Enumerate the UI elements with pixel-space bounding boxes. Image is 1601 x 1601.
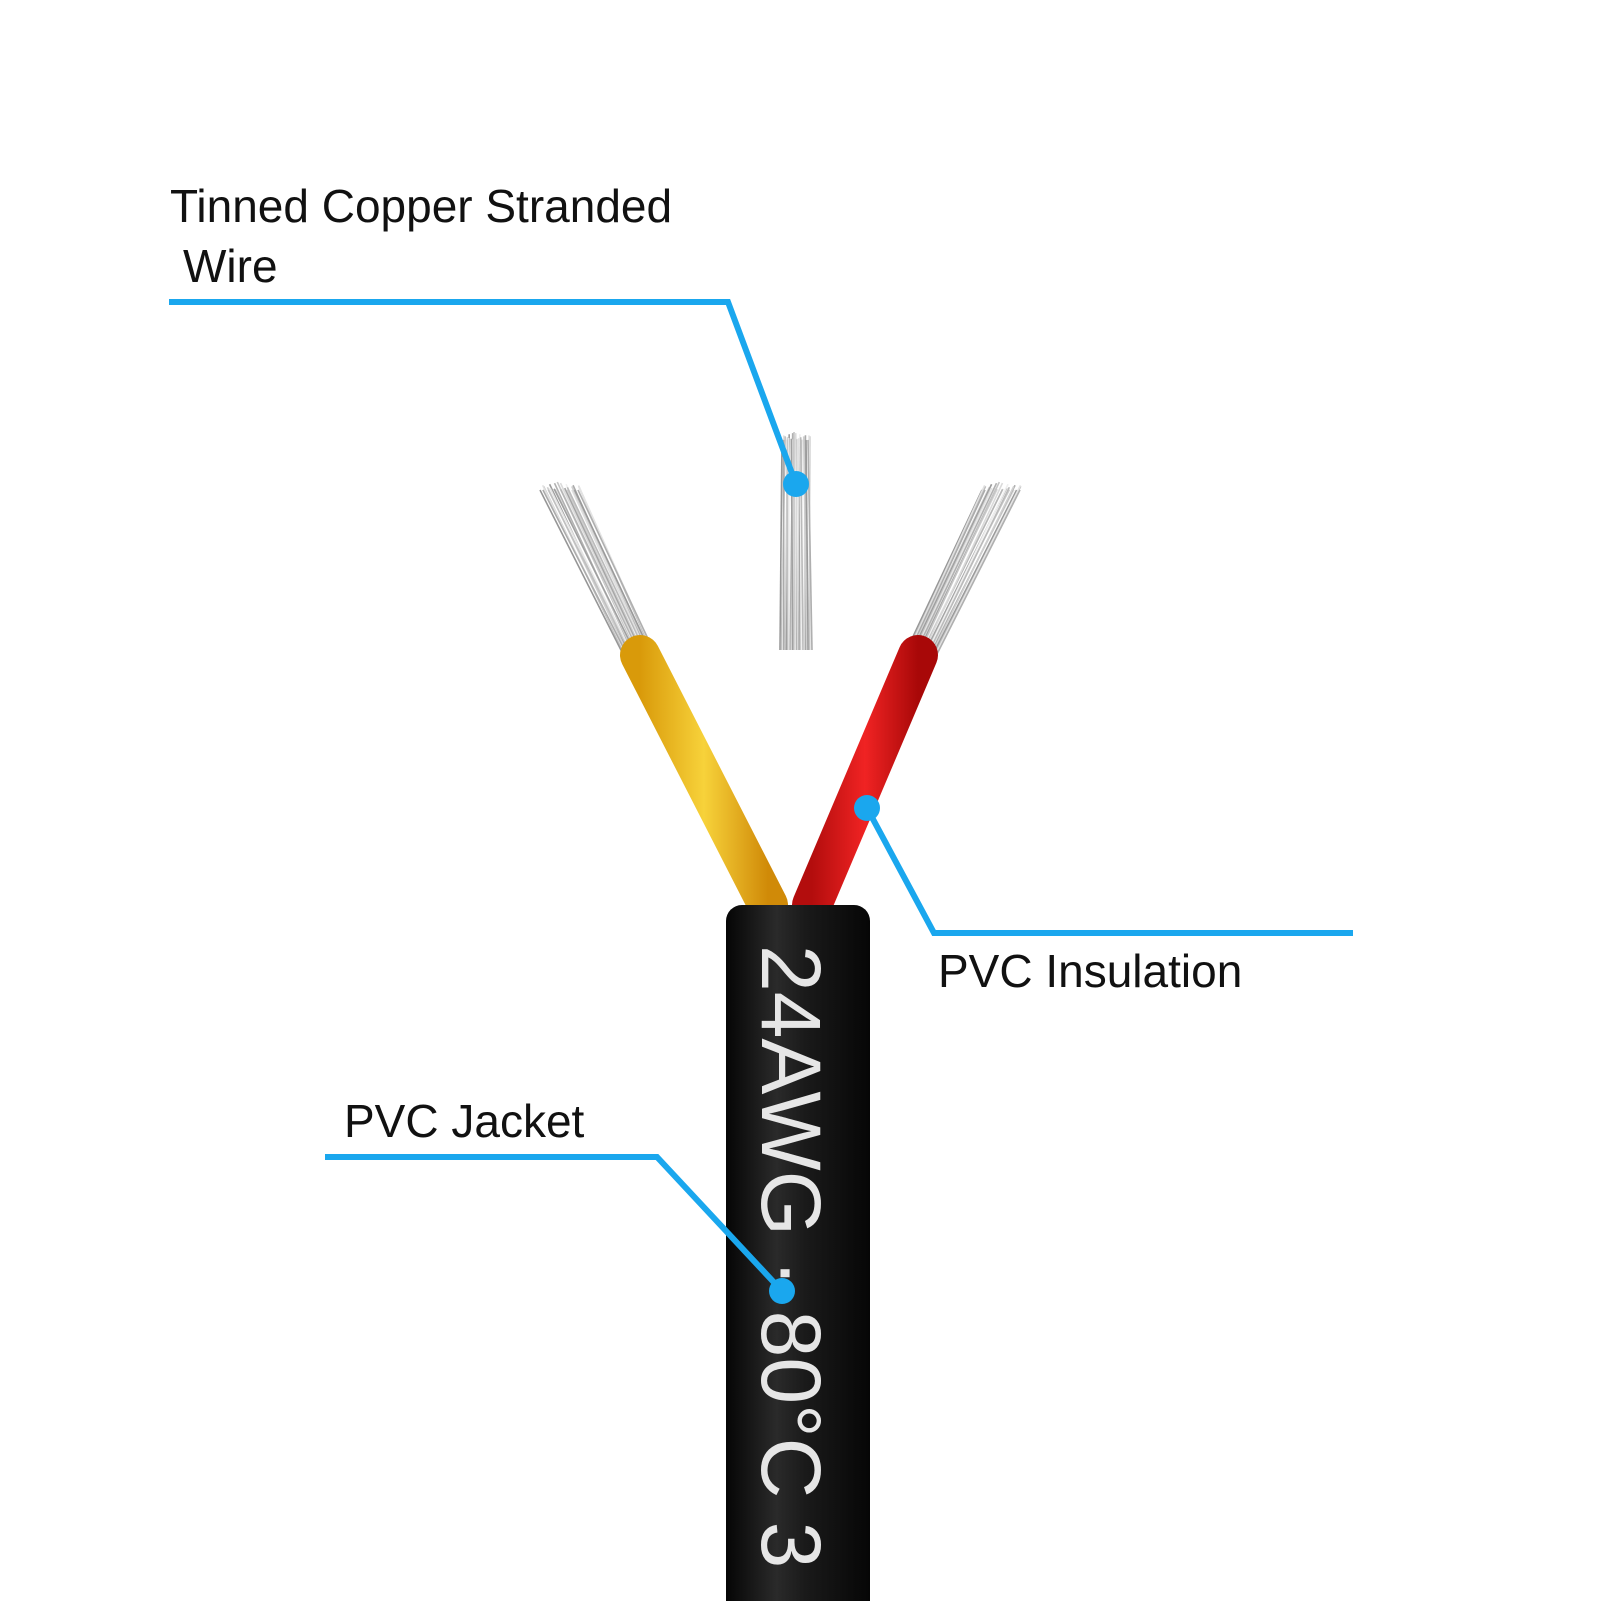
red-core-insulation: [792, 635, 938, 925]
wire-strand: [905, 489, 986, 661]
yellow-core-strands: [539, 481, 659, 661]
callout-jacket: [325, 1154, 795, 1304]
wire-strand: [573, 489, 655, 661]
wire-strand: [928, 486, 1015, 661]
wire-strand: [933, 489, 1021, 661]
callout-jacket-line: [325, 1154, 785, 1294]
wire-strand: [911, 482, 998, 661]
callout-conductor-dot: [783, 471, 809, 497]
wire-strand: [910, 487, 993, 661]
wire-strand: [924, 486, 1011, 661]
wire-strand: [566, 486, 650, 661]
wire-strand: [547, 489, 635, 661]
wire-strand: [932, 485, 1022, 661]
wire-strand: [903, 484, 986, 661]
wire-strand: [779, 439, 783, 651]
wire-strand: [799, 434, 803, 651]
wire-strand: [794, 433, 799, 651]
callout-insulation: [854, 795, 1353, 936]
wire-strand: [553, 488, 640, 661]
wire-strand: [566, 489, 648, 661]
label-jacket: PVC Jacket: [344, 1095, 585, 1147]
callout-conductor: [169, 299, 809, 497]
black-core-strands: [779, 432, 813, 651]
label-conductor-line1: Tinned Copper Stranded: [170, 180, 672, 232]
wire-strand: [919, 482, 1004, 661]
wire-strand: [907, 483, 993, 661]
wire-strand: [929, 489, 1018, 661]
red-core-strands: [901, 481, 1022, 661]
wire-strand: [559, 488, 644, 661]
wire-strand: [802, 436, 808, 651]
wire-strand: [559, 482, 645, 661]
label-conductor-line2: Wire: [183, 240, 278, 292]
callout-jacket-dot: [769, 1278, 795, 1304]
wire-strand: [906, 486, 991, 661]
wire-strand: [563, 487, 646, 661]
wire-strand: [542, 489, 631, 661]
callout-insulation-dot: [854, 795, 880, 821]
cable-jacket: [726, 905, 870, 1601]
yellow-core-insulation: [620, 635, 788, 925]
wire-strand: [901, 489, 983, 661]
label-insulation: PVC Insulation: [938, 945, 1242, 997]
callout-insulation-line: [864, 806, 1353, 936]
wire-strand: [807, 439, 813, 651]
wire-strand: [571, 489, 652, 661]
wire-strand: [923, 483, 1009, 661]
wire-strand: [577, 489, 659, 661]
wire-strand: [908, 489, 991, 661]
wire-strand: [539, 489, 627, 661]
callout-conductor-line: [169, 299, 799, 486]
wire-strand: [915, 481, 1001, 661]
cable-print-text: 24AWG · 80°C 3: [744, 945, 838, 1568]
wire-strand: [571, 486, 654, 661]
wire-strand: [549, 487, 636, 661]
wire-strand: [805, 439, 809, 651]
